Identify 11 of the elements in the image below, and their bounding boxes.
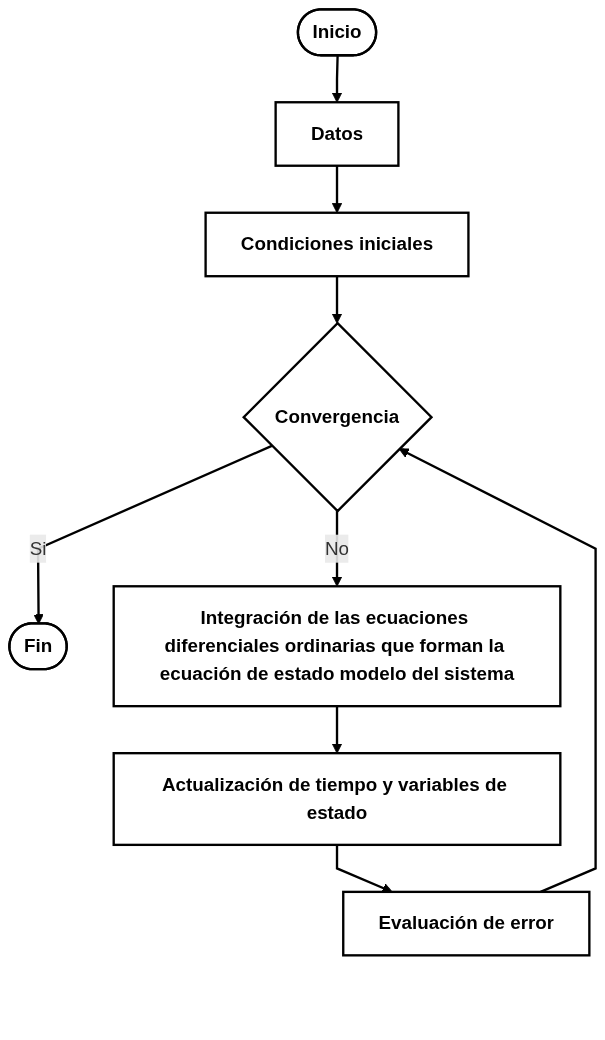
node-box: Integración de las ecuaciones diferenciales ordinarias que forman la ecuación de estado modelo del sistema [112,585,562,708]
node-box: Datos [274,101,400,167]
node-box: Condiciones iniciales [204,211,470,278]
node-box: Actualización de tiempo y variables de estado [112,752,562,847]
arrow [331,706,343,754]
arrow [331,276,343,324]
node-diamond: Convergencia [242,321,434,513]
arrow [331,55,343,103]
node-box: Evaluación de error [342,890,591,957]
edge-label: No [324,538,350,559]
edge-label: Si [29,538,47,559]
